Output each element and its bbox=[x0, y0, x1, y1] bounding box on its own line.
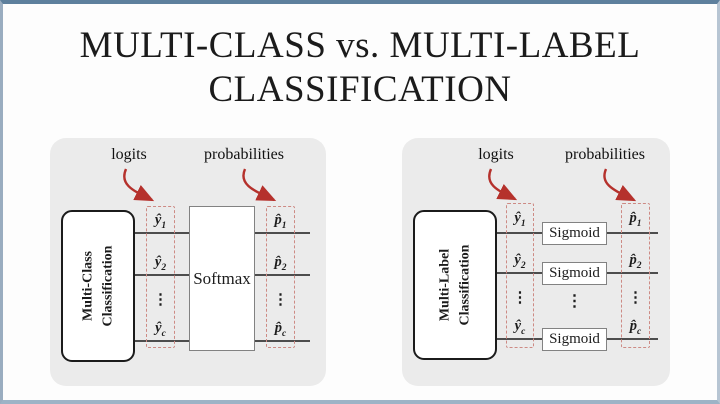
connection-line bbox=[497, 232, 542, 234]
probability-value-c: p̂c bbox=[621, 316, 650, 337]
vertical-ellipsis: ⋮ bbox=[628, 290, 643, 306]
connection-line bbox=[135, 274, 189, 276]
connection-line bbox=[135, 232, 189, 234]
probability-subscript: 1 bbox=[636, 218, 642, 229]
logits-dashed-box bbox=[146, 206, 175, 348]
probabilities-annotation: probabilities bbox=[204, 146, 284, 163]
probability-value-2: p̂2 bbox=[266, 252, 295, 273]
title-line-2: CLASSIFICATION bbox=[208, 69, 512, 110]
connection-line bbox=[497, 338, 542, 340]
sigmoid-label: Sigmoid bbox=[549, 265, 600, 281]
sigmoid-box-1: Sigmoid bbox=[542, 222, 607, 245]
sigmoid-label: Sigmoid bbox=[549, 331, 600, 347]
logit-symbol: ŷ bbox=[155, 320, 162, 336]
connection-line bbox=[135, 340, 189, 342]
probabilities-dashed-box bbox=[621, 203, 650, 348]
logit-subscript: 2 bbox=[161, 262, 167, 273]
probability-symbol: p̂ bbox=[629, 318, 638, 334]
sigmoid-label: Sigmoid bbox=[549, 225, 600, 241]
probabilities-annotation: probabilities bbox=[565, 146, 645, 163]
logit-subscript: 1 bbox=[161, 220, 167, 231]
logit-symbol: ŷ bbox=[514, 318, 522, 334]
logit-value-2: ŷ2 bbox=[146, 252, 175, 273]
logits-dashed-box bbox=[506, 203, 534, 348]
logits-ellipsis: ⋮ bbox=[506, 288, 534, 308]
probabilities-arrow-icon bbox=[242, 168, 277, 202]
logit-subscript: 1 bbox=[520, 218, 526, 229]
connection-line bbox=[497, 272, 542, 274]
probabilities-ellipsis: ⋮ bbox=[621, 288, 650, 308]
logit-symbol: ŷ bbox=[514, 252, 521, 268]
logits-arrow-icon bbox=[123, 168, 155, 202]
logit-value-c: ŷc bbox=[146, 318, 175, 339]
logit-symbol: ŷ bbox=[154, 254, 162, 270]
multi-class-model-box: Multi-Class Classification bbox=[61, 210, 135, 362]
connection-line bbox=[607, 338, 658, 340]
probability-subscript: 1 bbox=[281, 220, 287, 231]
probability-value-c: p̂c bbox=[266, 318, 295, 339]
connection-line bbox=[607, 272, 658, 274]
logit-subscript: c bbox=[161, 328, 166, 339]
model-label-line-2: Classification bbox=[100, 245, 116, 327]
logit-subscript: c bbox=[521, 326, 526, 337]
logit-value-2: ŷ2 bbox=[506, 250, 534, 271]
logits-arrow-icon bbox=[488, 168, 518, 201]
sigmoid-box-3: Sigmoid bbox=[542, 328, 607, 351]
logit-value-1: ŷ1 bbox=[146, 210, 175, 231]
probabilities-ellipsis: ⋮ bbox=[266, 290, 295, 310]
connection-line bbox=[255, 274, 310, 276]
vertical-ellipsis: ⋮ bbox=[153, 292, 168, 308]
probability-subscript: 2 bbox=[281, 262, 287, 273]
multi-class-panel: logits probabilities Multi-Class Classif… bbox=[50, 138, 326, 386]
probability-symbol: p̂ bbox=[274, 320, 283, 336]
probability-symbol: p̂ bbox=[274, 212, 282, 228]
multi-label-model-box: Multi-Label Classification bbox=[413, 210, 497, 360]
logit-symbol: ŷ bbox=[154, 212, 162, 228]
model-box-label: Multi-Label Classification bbox=[435, 245, 475, 326]
probability-value-1: p̂1 bbox=[621, 208, 650, 229]
sigmoid-ellipsis: ⋮ bbox=[566, 293, 583, 310]
logit-symbol: ŷ bbox=[514, 210, 521, 226]
probability-symbol: p̂ bbox=[274, 254, 282, 270]
model-label-line-2: Classification bbox=[457, 244, 473, 326]
probabilities-arrow-icon bbox=[603, 168, 637, 202]
vertical-ellipsis: ⋮ bbox=[512, 290, 528, 306]
multi-label-panel: logits probabilities Multi-Label Classif… bbox=[402, 138, 670, 386]
probability-symbol: p̂ bbox=[629, 210, 637, 226]
probability-value-2: p̂2 bbox=[621, 250, 650, 271]
softmax-box: Softmax bbox=[189, 206, 255, 351]
title-line-1: MULTI-CLASS vs. MULTI-LABEL bbox=[79, 25, 641, 66]
model-label-line-1: Multi-Class bbox=[80, 251, 96, 322]
logits-ellipsis: ⋮ bbox=[146, 290, 175, 310]
logits-annotation: logits bbox=[478, 146, 514, 163]
sigmoid-box-2: Sigmoid bbox=[542, 262, 607, 285]
logit-value-1: ŷ1 bbox=[506, 208, 534, 229]
probability-subscript: c bbox=[282, 328, 287, 339]
probability-value-1: p̂1 bbox=[266, 210, 295, 231]
probability-subscript: c bbox=[637, 326, 642, 337]
logit-subscript: 2 bbox=[520, 260, 526, 271]
vertical-ellipsis: ⋮ bbox=[273, 292, 288, 308]
logit-value-c: ŷc bbox=[506, 316, 534, 337]
model-label-line-1: Multi-Label bbox=[437, 248, 453, 322]
probability-subscript: 2 bbox=[636, 260, 642, 271]
connection-line bbox=[607, 232, 658, 234]
logits-annotation: logits bbox=[111, 146, 147, 163]
model-box-label: Multi-Class Classification bbox=[78, 246, 118, 327]
probability-symbol: p̂ bbox=[629, 252, 637, 268]
connection-line bbox=[255, 232, 310, 234]
softmax-label: Softmax bbox=[193, 268, 251, 288]
connection-line bbox=[255, 340, 310, 342]
page-title: MULTI-CLASS vs. MULTI-LABEL CLASSIFICATI… bbox=[3, 24, 717, 112]
probabilities-dashed-box bbox=[266, 206, 295, 348]
